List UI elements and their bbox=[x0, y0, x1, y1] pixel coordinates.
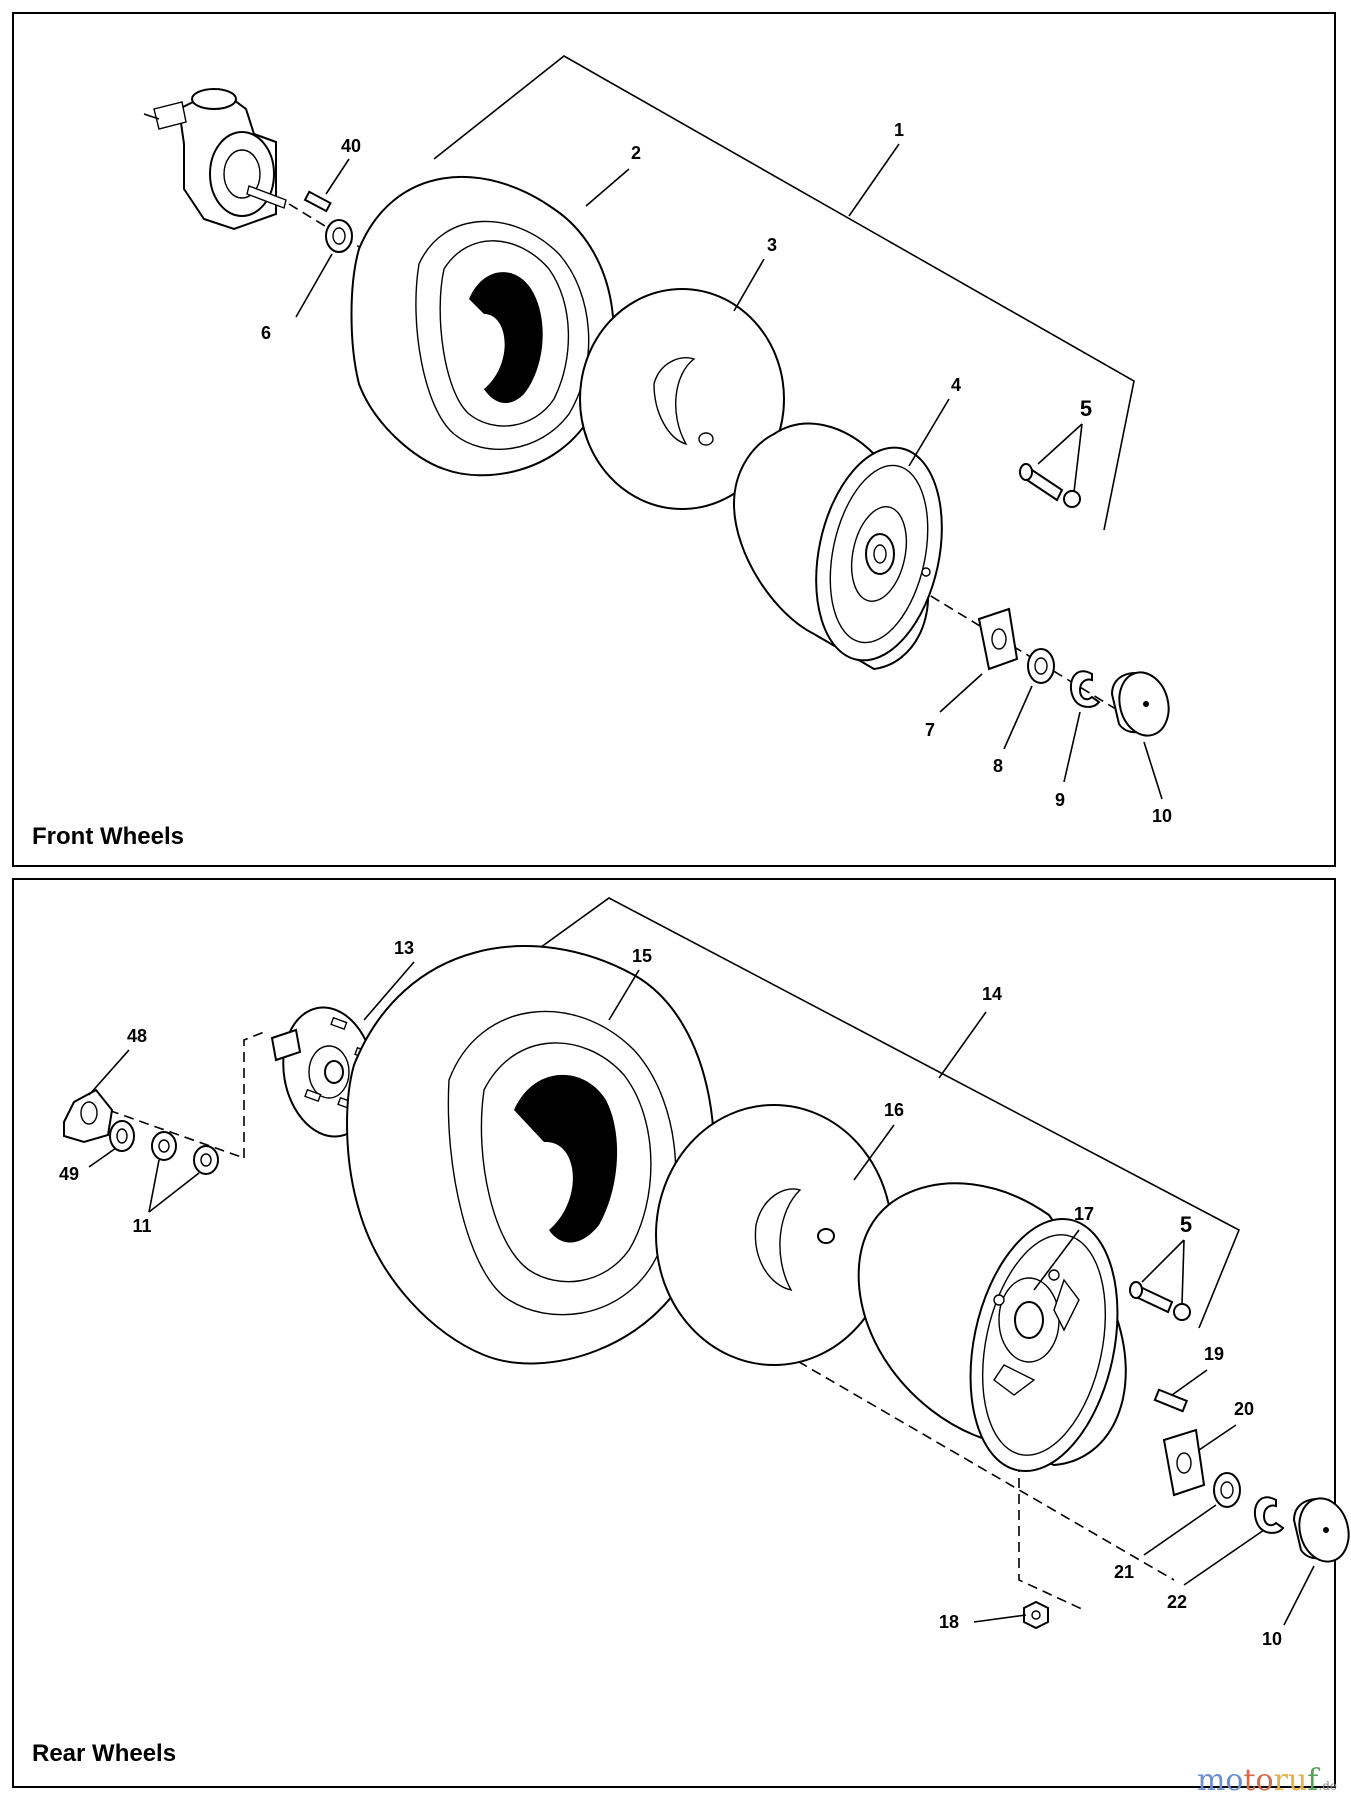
rear-tire-part-15 bbox=[346, 945, 715, 1365]
watermark-part-3: ru bbox=[1273, 1763, 1308, 1798]
callout-40: 40 bbox=[341, 136, 361, 156]
clip-part-22 bbox=[1253, 1496, 1285, 1534]
callout-5: 5 bbox=[1080, 396, 1092, 421]
callout-5-rear: 5 bbox=[1180, 1212, 1192, 1237]
leader-6 bbox=[295, 253, 333, 318]
washer-part-49 bbox=[109, 1120, 135, 1152]
leader-9 bbox=[1063, 711, 1081, 783]
leader-11b bbox=[148, 1172, 200, 1213]
leader-40 bbox=[325, 158, 350, 195]
spindle-assembly bbox=[143, 87, 287, 231]
leader-18 bbox=[973, 1614, 1027, 1623]
leader-4 bbox=[908, 398, 950, 467]
callout-48: 48 bbox=[127, 1026, 147, 1046]
washer-part-21 bbox=[1213, 1472, 1241, 1508]
callout-8: 8 bbox=[993, 756, 1003, 776]
leader-5b bbox=[1073, 423, 1083, 493]
callout-21: 21 bbox=[1114, 1562, 1134, 1582]
cap-part-10 bbox=[1110, 671, 1170, 737]
leader-20 bbox=[1198, 1424, 1237, 1451]
callout-11: 11 bbox=[132, 1216, 151, 1236]
callout-16: 16 bbox=[884, 1100, 904, 1120]
leader-10-rear bbox=[1283, 1565, 1315, 1626]
rear-valve-stem-part-5 bbox=[1129, 1281, 1191, 1321]
assembly-bracket-1 bbox=[433, 55, 1135, 531]
callout-6: 6 bbox=[261, 323, 271, 343]
washers-part-11 bbox=[151, 1131, 219, 1175]
callout-18: 18 bbox=[939, 1612, 959, 1632]
rear-rim-part-17 bbox=[857, 1182, 1127, 1473]
watermark-tld: .de bbox=[1318, 1779, 1337, 1793]
front-wheels-diagram: 1 2 3 4 5 6 7 8 9 10 40 bbox=[143, 55, 1172, 826]
key-part-40 bbox=[303, 190, 332, 213]
callout-17: 17 bbox=[1074, 1204, 1094, 1224]
callout-2: 2 bbox=[631, 143, 641, 163]
leader-13 bbox=[363, 961, 415, 1021]
rear-wheels-title: Rear Wheels bbox=[32, 1740, 177, 1767]
leader-3 bbox=[733, 258, 765, 312]
key-part-19 bbox=[1153, 1388, 1189, 1413]
plate-part-7 bbox=[977, 607, 1019, 671]
front-tube-part-3 bbox=[579, 288, 785, 510]
leader-5b-rear bbox=[1181, 1239, 1185, 1305]
front-rim-part-4 bbox=[732, 422, 943, 671]
leader-15 bbox=[608, 969, 640, 1021]
leader-14 bbox=[938, 1011, 987, 1079]
motoruf-watermark: motoruf.de bbox=[1197, 1763, 1337, 1798]
watermark-part-4: f bbox=[1307, 1763, 1319, 1798]
assembly-bracket-14 bbox=[518, 897, 1241, 1329]
leader-11a bbox=[148, 1159, 160, 1213]
callout-7: 7 bbox=[925, 720, 935, 740]
leader-22 bbox=[1183, 1529, 1265, 1586]
watermark-part-2: to bbox=[1243, 1763, 1274, 1798]
watermark-part-1: mo bbox=[1196, 1763, 1244, 1798]
rear-wheels-diagram: 13 15 14 16 17 5 19 20 21 22 10 18 48 49… bbox=[59, 897, 1350, 1649]
callout-13: 13 bbox=[394, 938, 414, 958]
leader-21 bbox=[1143, 1504, 1217, 1556]
callout-4: 4 bbox=[951, 375, 961, 395]
leader-5a bbox=[1037, 423, 1083, 465]
washer-part-6 bbox=[325, 219, 353, 253]
leader-17 bbox=[1033, 1229, 1080, 1291]
rear-left-axis-line bbox=[93, 1104, 245, 1159]
bracket-part-48 bbox=[63, 1088, 114, 1144]
callout-10: 10 bbox=[1152, 806, 1172, 826]
washer-part-8 bbox=[1027, 648, 1055, 684]
valve-stem-part-5 bbox=[1019, 463, 1081, 508]
leader-19 bbox=[1171, 1369, 1208, 1396]
callout-1: 1 bbox=[894, 120, 904, 140]
rear-tube-part-16 bbox=[655, 1104, 893, 1366]
callout-49: 49 bbox=[59, 1164, 79, 1184]
rear-cap-part-10 bbox=[1292, 1497, 1350, 1563]
front-tire-part-2 bbox=[350, 175, 615, 477]
leader-1 bbox=[848, 143, 900, 217]
rear-wheels-panel: 13 15 14 16 17 5 19 20 21 22 10 18 48 49… bbox=[12, 878, 1350, 1788]
leader-16 bbox=[853, 1124, 895, 1181]
leader-49 bbox=[88, 1147, 117, 1168]
front-wheels-panel: 1 2 3 4 5 6 7 8 9 10 40 Front Wheels bbox=[12, 12, 1336, 867]
front-wheels-title: Front Wheels bbox=[32, 823, 185, 850]
leader-2 bbox=[585, 168, 630, 207]
hub-guide-line bbox=[243, 1031, 265, 1158]
callout-9: 9 bbox=[1055, 790, 1065, 810]
callout-3: 3 bbox=[767, 235, 777, 255]
leader-48 bbox=[88, 1049, 130, 1096]
callout-10-rear: 10 bbox=[1262, 1629, 1282, 1649]
clip-part-9 bbox=[1069, 670, 1101, 708]
leader-8 bbox=[1003, 685, 1033, 750]
callout-20: 20 bbox=[1234, 1399, 1254, 1419]
callout-15: 15 bbox=[632, 946, 652, 966]
leader-5a-rear bbox=[1141, 1239, 1185, 1283]
callout-22: 22 bbox=[1167, 1592, 1187, 1612]
callout-14: 14 bbox=[982, 984, 1002, 1004]
callout-19: 19 bbox=[1204, 1344, 1224, 1364]
leader-10 bbox=[1143, 741, 1163, 800]
leader-7 bbox=[939, 673, 983, 713]
nut-part-18 bbox=[1023, 1600, 1049, 1630]
plate-part-20 bbox=[1162, 1428, 1206, 1497]
